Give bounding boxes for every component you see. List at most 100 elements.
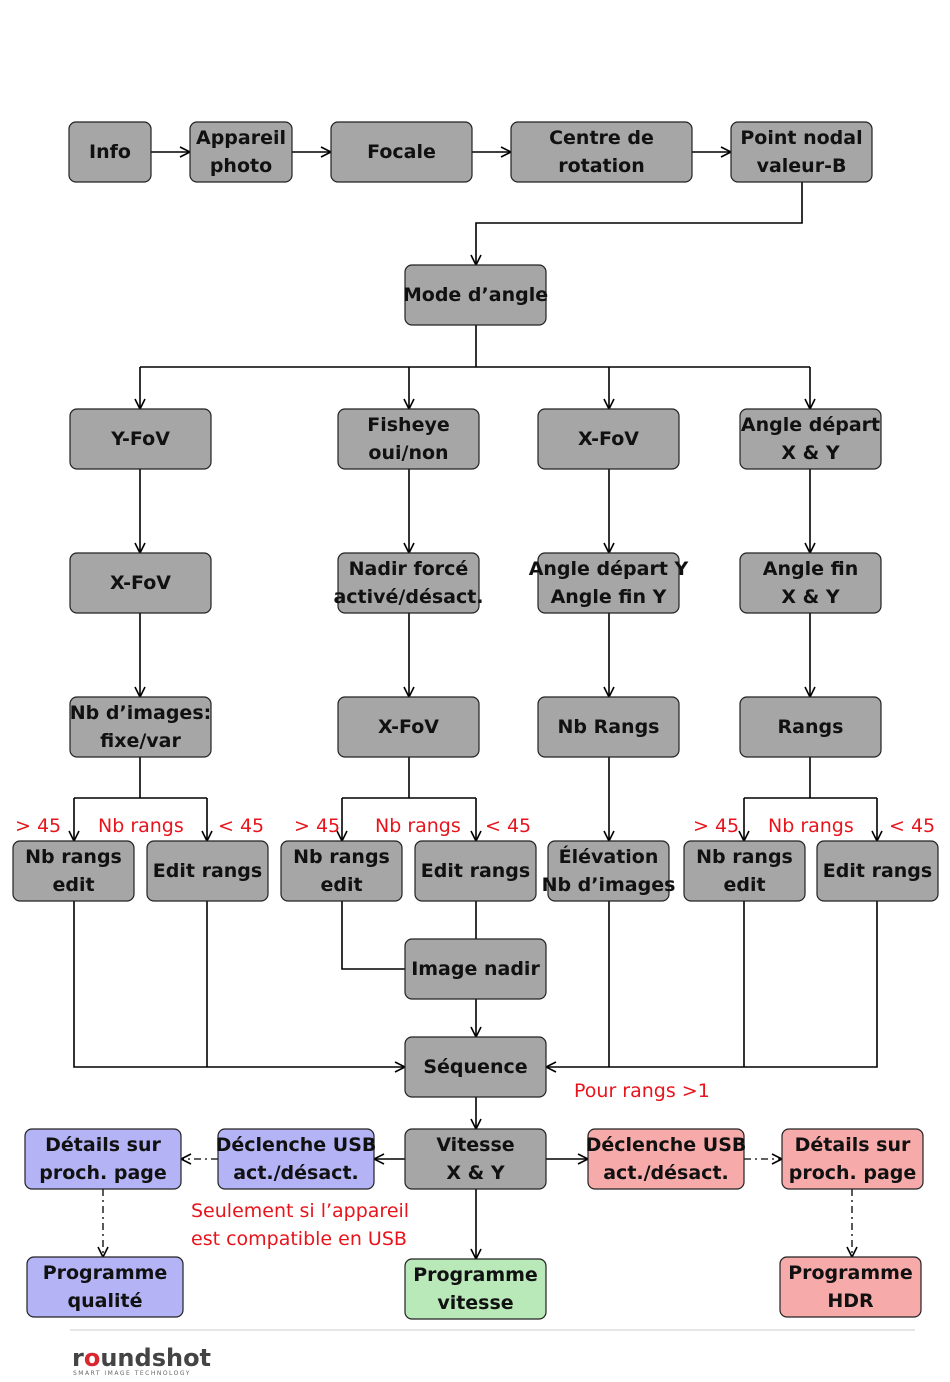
connector-line [476,182,803,265]
annotation-usb-note-1: Seulement si l’appareil [191,1200,409,1222]
annotation-nb-rangs-2: Nb rangs [375,815,461,837]
node-edit-rangs-3: Edit rangs [816,840,939,902]
node-box [337,408,480,470]
node-label-line: Programme [413,1264,538,1286]
node-box [404,1128,547,1190]
node-label-line: Nadir forcé [349,558,469,580]
logo-tagline: SMART IMAGE TECHNOLOGY [73,1370,191,1377]
node-details-red: Détails sur proch. page [781,1128,924,1190]
node-point-nodal: Point nodal valeur-B [730,121,873,183]
node-box [739,696,882,758]
node-label-line: fixe/var [100,730,181,752]
node-box [537,552,680,614]
node-label-line: Angle départ Y [529,558,689,580]
node-box [24,1128,182,1190]
node-label-line: proch. page [789,1162,917,1184]
connectors [74,152,877,1259]
node-box [12,840,135,902]
node-box [404,1036,547,1098]
node-focale: Focale [330,121,473,183]
node-box [404,1258,547,1320]
node-box [587,1128,745,1190]
node-label-line: Nb rangs [25,846,122,868]
svg-text:roundshot: roundshot [72,1344,211,1372]
node-label-line: X-FoV [378,716,439,738]
node-box [730,121,873,183]
node-nadir-force: Nadir forcé activé/désact. [333,552,484,614]
node-label-line: vitesse [437,1292,513,1314]
node-mode-angle: Mode d’angle [403,264,548,326]
node-box [26,1256,184,1318]
annotation-gt45-2: > 45 [294,815,340,837]
node-label-line: Edit rangs [823,860,932,882]
node-xfov-top: X-FoV [537,408,680,470]
node-box [510,121,693,183]
node-label-line: Edit rangs [153,860,262,882]
node-label-line: X & Y [781,442,839,464]
node-label-line: X-FoV [578,428,639,450]
node-label-line: Détails sur [795,1134,911,1156]
node-box [816,840,939,902]
node-label-line: photo [210,155,272,177]
node-label-line: Déclenche USB [586,1134,747,1156]
node-label-line: X-FoV [110,572,171,594]
node-yfov: Y-FoV [69,408,212,470]
node-xfov-b: X-FoV [337,696,480,758]
node-label-line: X & Y [446,1162,504,1184]
node-label-line: Programme [43,1262,168,1284]
connector-line [73,901,405,1067]
node-label-line: Nb d’images: [70,702,211,724]
node-label-line: Angle fin [763,558,858,580]
node-box [68,121,152,183]
node-label-line: Appareil [196,127,286,149]
node-label-line: Vitesse [436,1134,514,1156]
node-box [69,696,212,758]
node-label-line: activé/désact. [333,586,483,608]
node-label-line: Séquence [423,1056,527,1078]
annotation-lt45-1: < 45 [218,815,264,837]
annotation-usb-note-2: est compatible en USB [191,1228,407,1250]
node-label-line: Nb rangs [293,846,390,868]
node-angle-depart-xy: Angle départ X & Y [739,408,882,470]
node-edit-rangs-1: Edit rangs [146,840,269,902]
node-label-line: valeur-B [757,155,847,177]
node-label-line: X & Y [781,586,839,608]
node-label-line: Y-FoV [110,428,170,450]
node-label-line: Point nodal [740,127,862,149]
logo-wordmark-rest: undshot [100,1344,211,1372]
node-label-line: Nb Rangs [557,716,659,738]
node-box [337,552,480,614]
node-box [547,840,670,902]
node-label-line: edit [723,874,765,896]
node-box [404,264,547,326]
node-label-line: oui/non [368,442,448,464]
annotation-lt45-3: < 45 [889,815,935,837]
node-nb-rangs: Nb Rangs [537,696,680,758]
node-angle-fin-xy: Angle fin X & Y [739,552,882,614]
node-label-line: proch. page [39,1162,167,1184]
node-label-line: act./désact. [233,1162,359,1184]
logo-letter-r: r [72,1344,84,1372]
node-label-line: Image nadir [411,958,540,980]
node-label-line: rotation [558,155,645,177]
node-image-nadir: Image nadir [404,938,547,1000]
node-nb-images: Nb d’images: fixe/var [69,696,212,758]
node-box [189,121,293,183]
node-label-line: Angle départ [741,414,880,436]
node-xfov-a: X-FoV [69,552,212,614]
logo-letter-o: o [84,1344,101,1372]
node-box [404,938,547,1000]
node-box [330,121,473,183]
